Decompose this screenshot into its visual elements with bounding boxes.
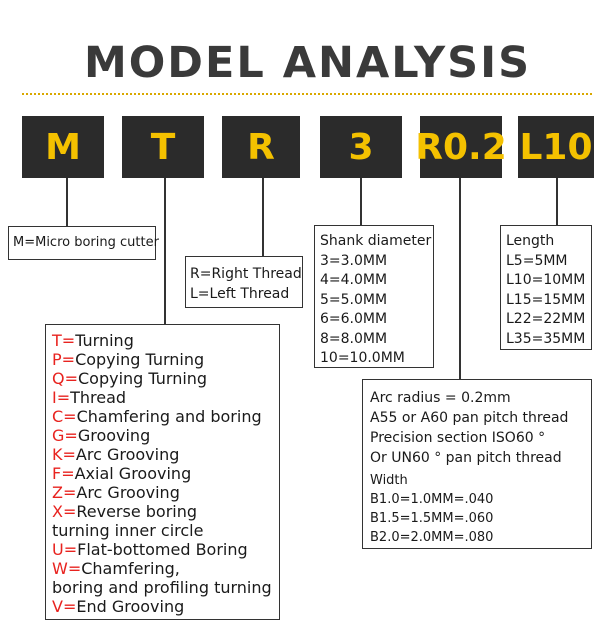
type-code: G= xyxy=(52,426,78,445)
type-item: U=Flat-bottomed Boring xyxy=(52,540,248,559)
type-item: G=Grooving xyxy=(52,426,150,445)
arc-line: Arc radius = 0.2mm xyxy=(370,390,511,406)
type-item: C=Chamfering and boring xyxy=(52,407,262,426)
type-item: Q=Copying Turning xyxy=(52,369,207,388)
shank-line: 3=3.0MM xyxy=(320,252,388,269)
type-item: W=Chamfering, xyxy=(52,559,180,578)
type-item: V=End Grooving xyxy=(52,597,184,616)
shank-line: 10=10.0MM xyxy=(320,350,405,366)
type-text: End Grooving xyxy=(76,597,185,616)
definition-r-line: R=Right Thread xyxy=(190,266,302,282)
definition-box-arc: Arc radius = 0.2mm A55 or A60 pan pitch … xyxy=(362,379,592,549)
type-item: Z=Arc Grooving xyxy=(52,483,180,502)
connector-t xyxy=(164,178,166,324)
type-text: Reverse boring xyxy=(76,502,198,521)
dotted-divider xyxy=(22,93,592,95)
type-text: Axial Grooving xyxy=(74,464,192,483)
code-block-l10: L10 xyxy=(518,116,594,178)
width-line: B1.0=1.0MM=.040 xyxy=(370,492,494,507)
type-code: F= xyxy=(52,464,75,483)
definition-box-length: Length L5=5MM L10=10MM L15=15MM L22=22MM… xyxy=(500,225,592,350)
shank-line: 4=4.0MM xyxy=(320,272,388,288)
type-code: U= xyxy=(52,540,78,559)
connector-r xyxy=(262,178,264,256)
type-text: Chamfering and boring xyxy=(76,407,262,426)
length-line: L22=22MM xyxy=(506,311,586,327)
code-block-3: 3 xyxy=(320,116,402,178)
type-text: Thread xyxy=(70,388,127,407)
connector-m xyxy=(66,178,68,226)
shank-line: Shank diameter xyxy=(320,233,432,249)
type-text: Arc Grooving xyxy=(76,483,180,502)
type-item: F=Axial Grooving xyxy=(52,464,191,483)
arc-line: Or UN60 ° pan pitch thread xyxy=(370,450,562,466)
type-code: Q= xyxy=(52,369,78,388)
type-text: Arc Grooving xyxy=(75,445,180,464)
type-code: K= xyxy=(52,445,76,464)
type-code: X= xyxy=(52,502,77,521)
definition-box-m: M=Micro boring cutter xyxy=(8,226,159,260)
type-item: T=Turning xyxy=(52,331,134,350)
connector-l10 xyxy=(556,178,558,225)
type-text: Flat-bottomed Boring xyxy=(77,540,248,559)
type-item: turning inner circle xyxy=(52,521,203,540)
length-line: L5=5MM xyxy=(506,252,568,269)
code-block-r02: R0.2 xyxy=(415,116,507,178)
arc-line: Width xyxy=(370,473,408,488)
type-item: P=Copying Turning xyxy=(52,350,204,369)
type-item: I=Thread xyxy=(52,388,126,407)
connector-r02 xyxy=(459,178,461,379)
type-text: Copying Turning xyxy=(78,369,208,388)
type-code: V= xyxy=(52,597,77,616)
type-code: W= xyxy=(52,559,82,578)
shank-line: 8=8.0MM xyxy=(320,330,388,347)
type-text: Chamfering, xyxy=(81,559,180,578)
length-line: L10=10MM xyxy=(506,272,586,288)
type-item: boring and profiling turning xyxy=(52,578,272,597)
type-code: T= xyxy=(52,331,76,350)
definition-box-type: T=Turning P=Copying Turning Q=Copying Tu… xyxy=(45,324,280,620)
connector-3 xyxy=(360,178,362,225)
definition-box-shank: Shank diameter 3=3.0MM 4=4.0MM 5=5.0MM 6… xyxy=(314,225,434,368)
type-code: C= xyxy=(52,407,77,426)
type-text: Turning xyxy=(75,331,134,350)
type-item: X=Reverse boring xyxy=(52,502,197,521)
arc-line: A55 or A60 pan pitch thread xyxy=(370,410,569,426)
shank-line: 6=6.0MM xyxy=(320,311,388,327)
arc-line: Precision section ISO60 ° xyxy=(370,430,546,446)
type-text: boring and profiling turning xyxy=(52,578,272,597)
code-block-m: M xyxy=(22,116,104,178)
shank-line: 5=5.0MM xyxy=(320,291,388,308)
length-line: L15=15MM xyxy=(506,291,586,308)
type-code: P= xyxy=(52,350,76,369)
code-block-t: T xyxy=(122,116,204,178)
length-line: L35=35MM xyxy=(506,330,586,347)
definition-r-line: L=Left Thread xyxy=(190,286,290,302)
definition-box-r: R=Right Thread L=Left Thread xyxy=(185,256,303,308)
code-block-r: R xyxy=(222,116,300,178)
definition-m: M=Micro boring cutter xyxy=(13,235,159,250)
width-line: B2.0=2.0MM=.080 xyxy=(370,530,494,545)
page-title: MODEL ANALYSIS xyxy=(83,38,532,88)
type-code: I= xyxy=(52,388,71,407)
type-text: turning inner circle xyxy=(52,521,204,540)
length-line: Length xyxy=(506,233,555,249)
type-item: K=Arc Grooving xyxy=(52,445,179,464)
type-text: Copying Turning xyxy=(75,350,205,369)
type-code: Z= xyxy=(52,483,77,502)
type-text: Grooving xyxy=(77,426,151,445)
width-line: B1.5=1.5MM=.060 xyxy=(370,511,494,526)
